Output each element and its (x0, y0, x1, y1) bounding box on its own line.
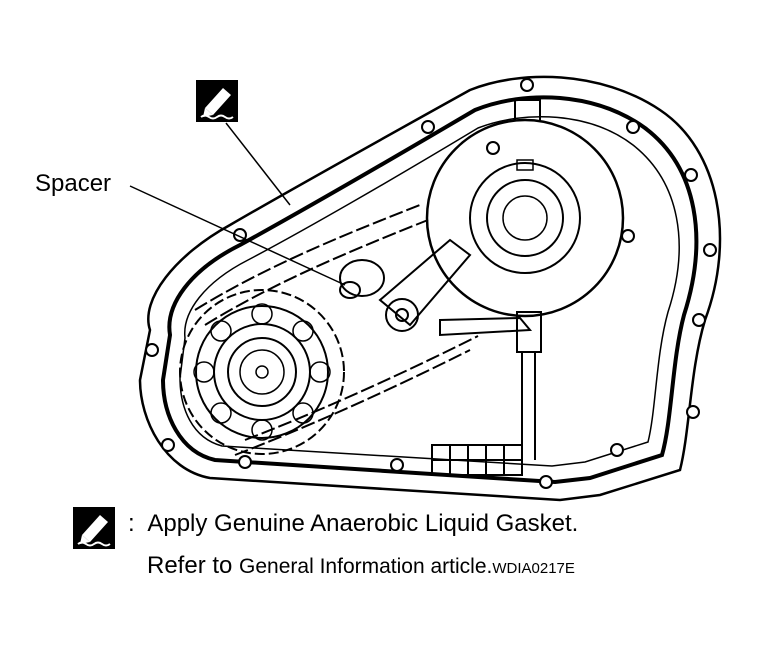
legend-refer-prefix: Refer to (147, 552, 233, 579)
case-inner-wall (179, 115, 680, 467)
legend-line-1: : Apply Genuine Anaerobic Liquid Gasket. (128, 512, 578, 536)
legend-instruction: Apply Genuine Anaerobic Liquid Gasket. (147, 510, 579, 537)
case-flange-outline (138, 75, 722, 502)
spacer-label: Spacer (35, 170, 112, 197)
drive-chain (194, 204, 479, 456)
shift-lever (378, 238, 542, 460)
case-gasket-line (160, 95, 699, 485)
input-sprocket-assembly (179, 289, 345, 455)
output-shaft-assembly (425, 99, 625, 318)
legend-sealant-pen-icon (73, 507, 115, 549)
legend-separator: : (128, 510, 135, 537)
sealant-pen-icon (196, 80, 238, 122)
spacer-part (339, 259, 385, 299)
oil-strainer (431, 444, 523, 476)
spacer-leader-line (129, 185, 346, 286)
figure-code: WDIA0217E (492, 560, 575, 577)
gasket-marker-leader-line (225, 122, 291, 206)
bolt-holes (145, 78, 717, 489)
legend-line-2: Refer to General Information article.WDI… (147, 554, 575, 578)
legend-reference-article: General Information article. (239, 555, 493, 578)
